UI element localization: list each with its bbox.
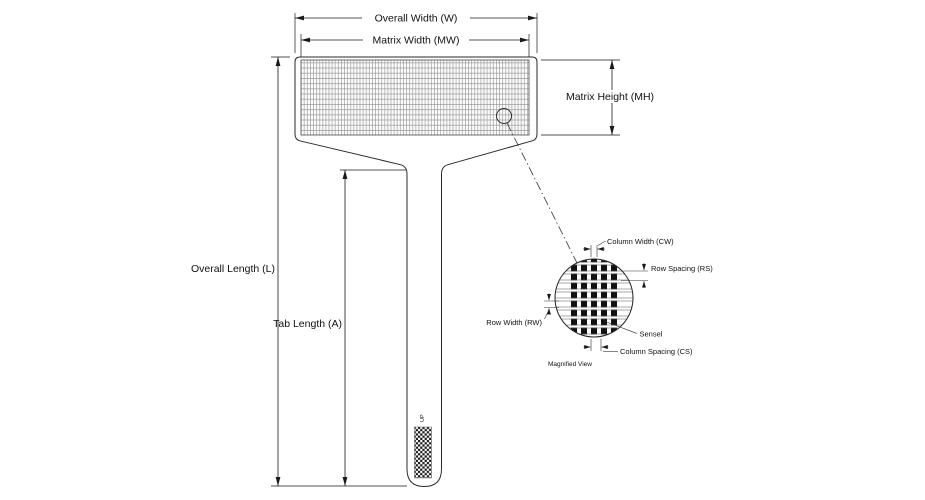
overall-length-label: Overall Length (L) bbox=[191, 263, 275, 275]
detail-leader-dashdot-line bbox=[506, 122, 578, 264]
column-width-label: Column Width (CW) bbox=[607, 237, 674, 246]
up-label: UP bbox=[420, 414, 426, 422]
tab-length-label: Tab Length (A) bbox=[273, 318, 342, 330]
matrix-grid bbox=[300, 59, 530, 136]
row-boundary-lines bbox=[555, 261, 633, 337]
detail-callout-circle bbox=[496, 108, 512, 124]
sensel-label: Sensel bbox=[640, 330, 663, 339]
sensor-outline bbox=[294, 56, 538, 488]
matrix-height-extension-lines bbox=[541, 59, 620, 136]
matrix-width-label-bg bbox=[363, 33, 469, 46]
tab-checker-strip bbox=[414, 426, 432, 479]
matrix-height-label-bg bbox=[556, 90, 664, 103]
row-width-leader bbox=[544, 309, 550, 320]
overall-length-extension-lines bbox=[271, 56, 407, 487]
row-width-extension-lines bbox=[544, 300, 559, 308]
magnified-view-circle bbox=[554, 258, 634, 338]
row-gap-stripes bbox=[555, 262, 633, 337]
matrix-width-label: Matrix Width (MW) bbox=[373, 35, 460, 47]
overall-width-label-bg bbox=[362, 11, 470, 24]
sensel-leader bbox=[603, 320, 638, 334]
magnified-view-label: Magnified View bbox=[548, 361, 592, 368]
overall-width-label: Overall Width (W) bbox=[375, 13, 458, 25]
column-width-leader bbox=[597, 241, 606, 246]
row-spacing-extension-lines bbox=[621, 270, 648, 281]
matrix-height-label: Matrix Height (MH) bbox=[566, 91, 654, 103]
column-width-extension-lines bbox=[590, 245, 598, 257]
column-spacing-label: Column Spacing (CS) bbox=[620, 347, 693, 356]
row-spacing-label: Row Spacing (RS) bbox=[651, 264, 713, 273]
magnified-view-content bbox=[555, 259, 633, 337]
row-width-label: Row Width (RW) bbox=[486, 318, 542, 327]
column-spacing-extension-lines bbox=[590, 338, 602, 351]
